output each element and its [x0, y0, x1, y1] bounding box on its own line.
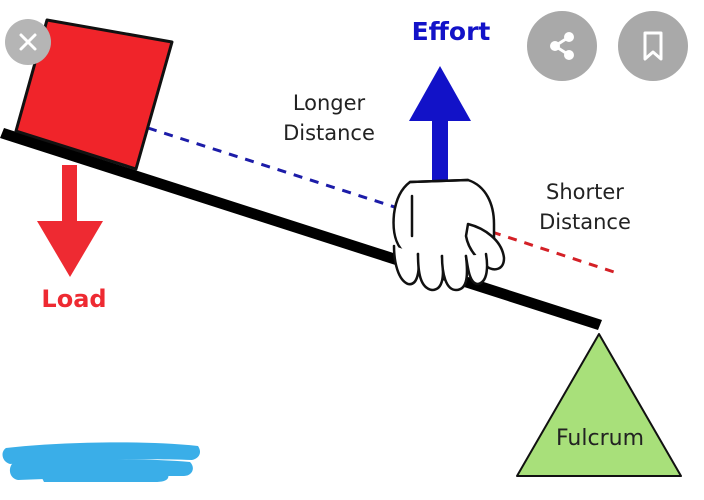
share-icon: [550, 32, 574, 60]
share-button[interactable]: [527, 11, 597, 81]
close-icon: [19, 33, 37, 51]
load-label: Load: [41, 285, 106, 313]
fulcrum-triangle: [516, 333, 682, 477]
longer-distance-line: [147, 126, 405, 212]
fulcrum-label: Fulcrum: [556, 426, 644, 451]
hand-icon: [392, 178, 506, 292]
load-box: [14, 18, 174, 171]
redaction-mark: [2, 442, 200, 482]
effort-label: Effort: [412, 17, 491, 46]
longer-distance-label-line1: Longer: [293, 91, 366, 115]
longer-distance-label-line2: Distance: [283, 121, 375, 145]
bookmark-icon: [643, 31, 663, 61]
effort-arrow-shaft: [432, 119, 448, 181]
load-arrow-head: [37, 221, 103, 277]
effort-arrow-head: [409, 66, 471, 121]
bookmark-button[interactable]: [618, 11, 688, 81]
shorter-distance-line: [491, 230, 615, 274]
shorter-distance-label-line2: Distance: [539, 210, 631, 234]
shorter-distance-label-line1: Shorter: [546, 180, 624, 204]
close-button[interactable]: [5, 19, 51, 65]
load-arrow-shaft: [62, 165, 77, 225]
